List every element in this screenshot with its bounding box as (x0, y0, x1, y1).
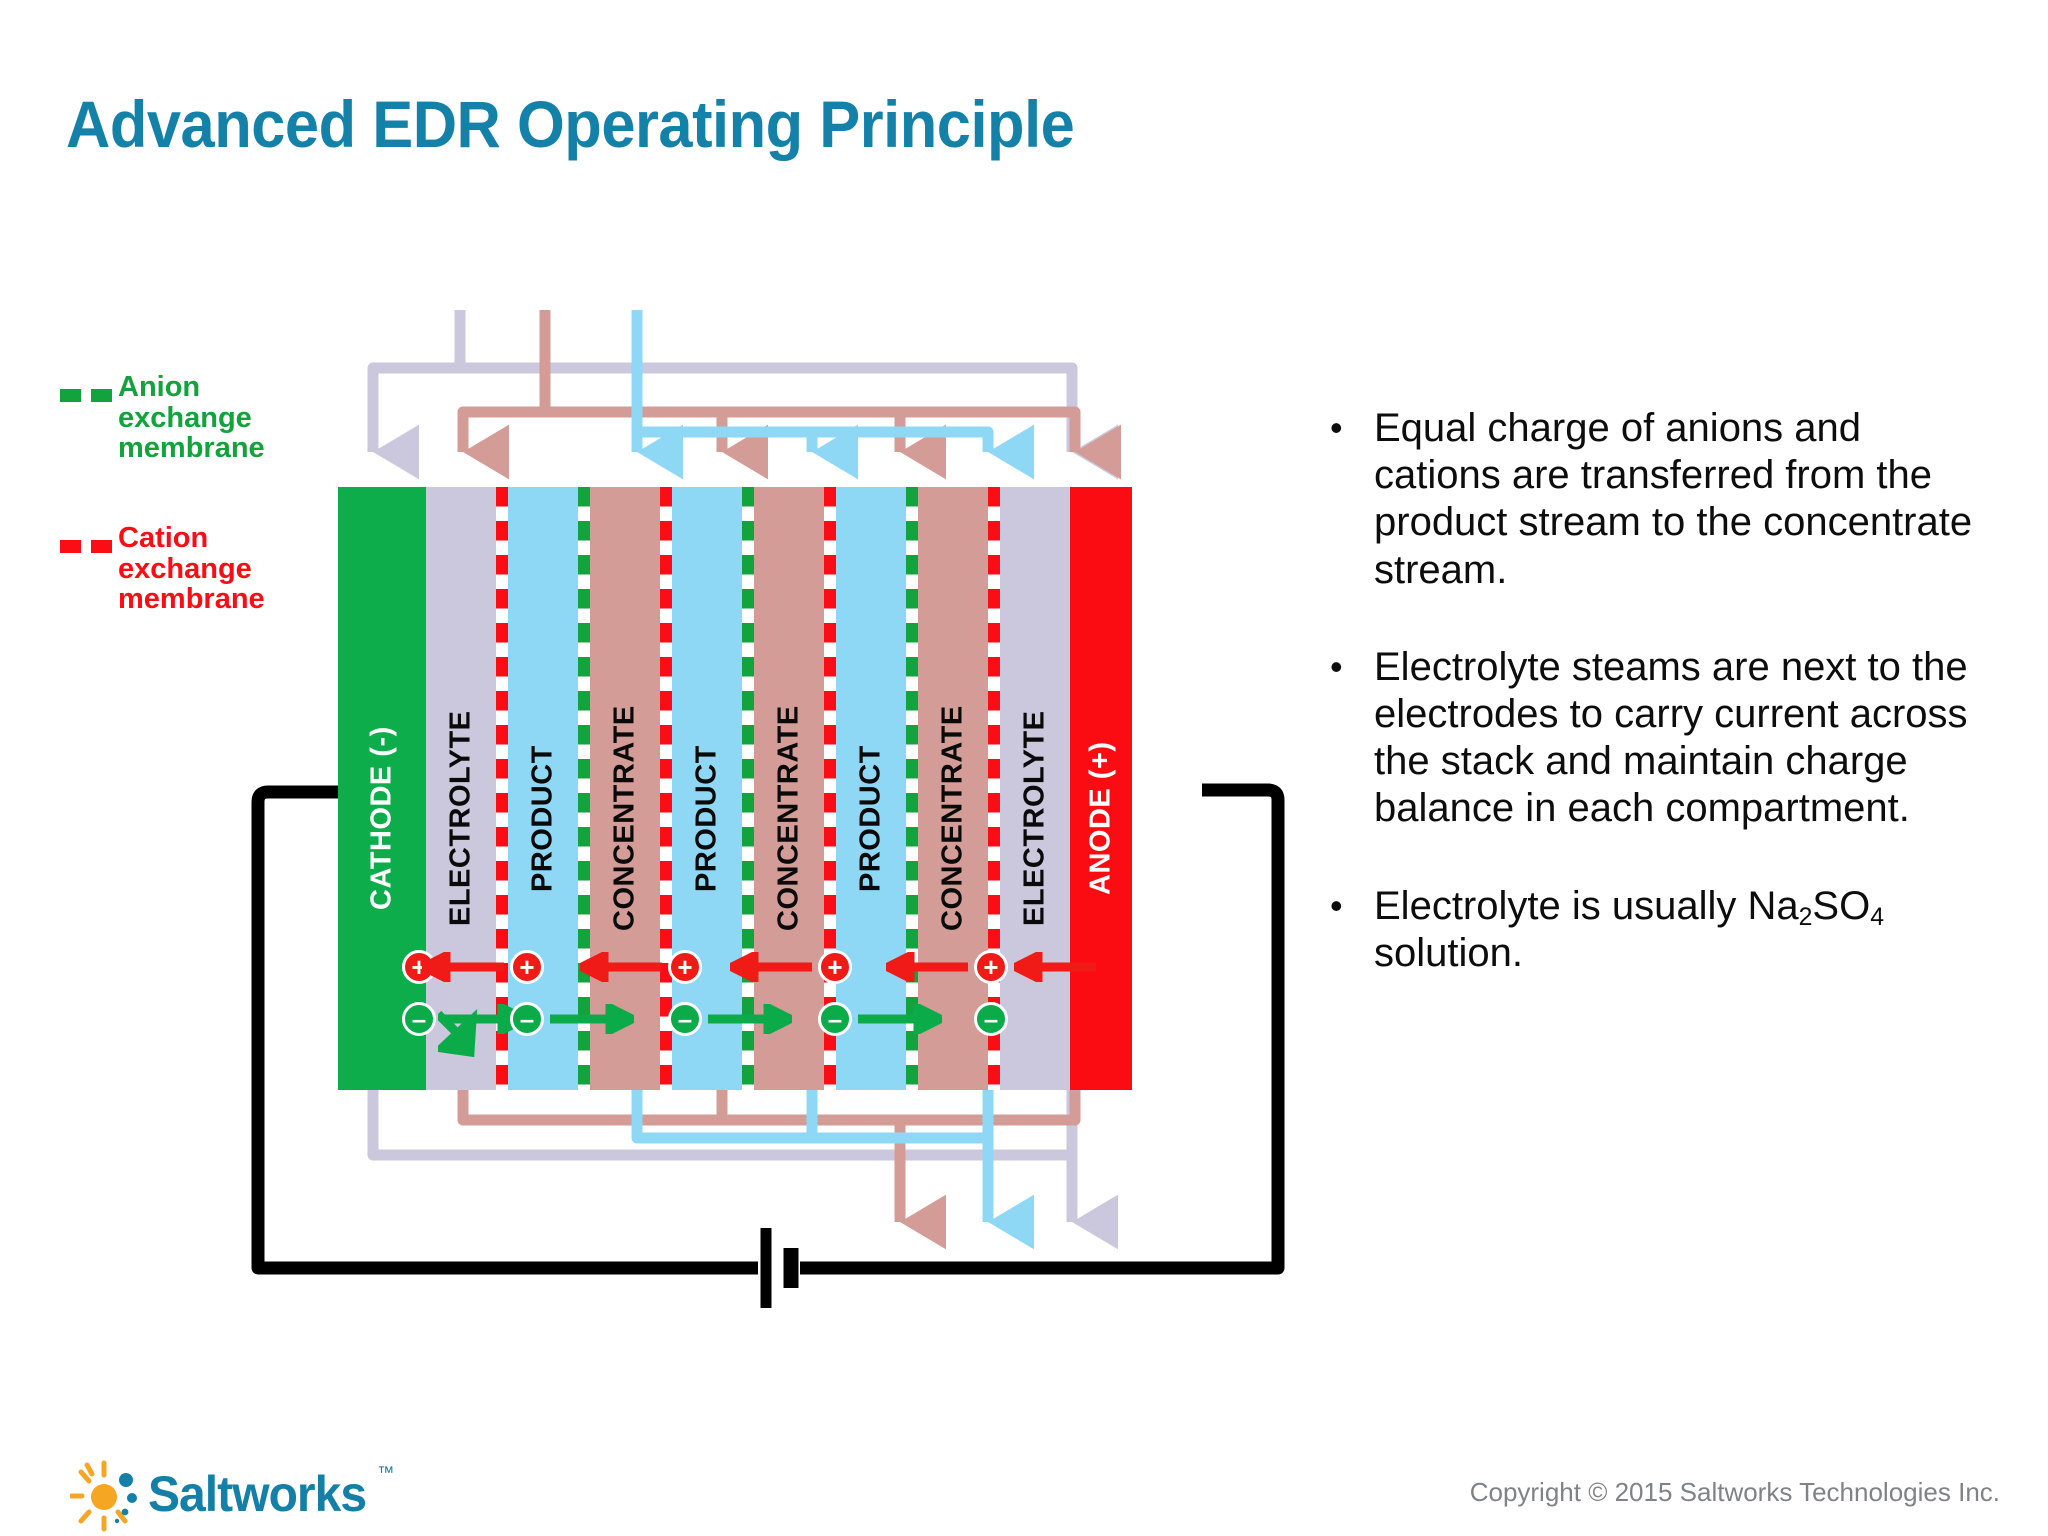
cation-flow-arrow (1014, 952, 1096, 982)
legend-cation-membrane: Cation exchange membrane (60, 523, 265, 615)
membrane-cation (496, 487, 508, 1090)
membrane-anion (906, 487, 918, 1090)
bullet-text-formula: Electrolyte is usually Na2SO4 solution. (1374, 883, 1990, 977)
membrane-dash-pattern (496, 487, 508, 1090)
anion-flow-arrow (858, 1004, 942, 1034)
anion-ion-marker: – (510, 1002, 544, 1036)
stack-cell-product3: PRODUCT (836, 487, 906, 1090)
saltworks-logo: Saltworks ™ (70, 1455, 394, 1533)
membrane-cation (660, 487, 672, 1090)
stack-cell-cathode: CATHODE (-) (338, 487, 426, 1090)
anion-flow-arrow (550, 1004, 634, 1034)
stack-cell-concentrate1: CONCENTRATE (590, 487, 660, 1090)
cation-ion-marker: + (974, 950, 1008, 984)
logo-wordmark: Saltworks (148, 1466, 367, 1522)
membrane-dash-pattern (660, 487, 672, 1090)
formula-post: solution. (1374, 930, 1523, 975)
cation-dash-swatch-icon (60, 540, 112, 553)
page-title: Advanced EDR Operating Principle (66, 87, 1075, 161)
membrane-dash-pattern (906, 487, 918, 1090)
stack-cell-electrolyte2: ELECTROLYTE (1000, 487, 1070, 1090)
stack-cell-concentrate3: CONCENTRATE (918, 487, 988, 1090)
membrane-anion (742, 487, 754, 1090)
cation-ion-marker: + (510, 950, 544, 984)
cation-ion-marker: + (818, 950, 852, 984)
anion-dash-swatch-icon (60, 389, 112, 402)
formula-sub-2: 2 (1798, 904, 1813, 932)
bullet-item-2: • Electrolyte steams are next to the ele… (1330, 644, 1990, 833)
anion-flow-arrow (708, 1004, 792, 1034)
membrane-dash-pattern (742, 487, 754, 1090)
stack-cell-electrolyte1: ELECTROLYTE (426, 487, 496, 1090)
cation-flow-arrow (730, 952, 812, 982)
formula-mid: SO (1812, 883, 1871, 928)
bullet-marker: • (1330, 407, 1343, 448)
anion-ion-marker: – (818, 1002, 852, 1036)
membrane-cation (824, 487, 836, 1090)
trademark-symbol: ™ (377, 1463, 395, 1482)
legend-cation-line2: exchange (118, 552, 252, 585)
bullet-list: • Equal charge of anions and cations are… (1330, 405, 1990, 1027)
legend-anion-line3: membrane (118, 432, 265, 465)
bullet-marker: • (1330, 884, 1343, 926)
bullet-item-3: • Electrolyte is usually Na2SO4 solution… (1330, 883, 1990, 977)
legend-anion-line2: exchange (118, 401, 252, 434)
anion-ion-marker: – (668, 1002, 702, 1036)
copyright-notice: Copyright © 2015 Saltworks Technologies … (1469, 1477, 2000, 1507)
battery-symbol (760, 1228, 799, 1308)
bullet-text: Electrolyte steams are next to the elect… (1374, 644, 1968, 831)
membrane-dash-pattern (988, 487, 1000, 1090)
formula-pre: Electrolyte is usually Na (1374, 883, 1799, 928)
legend-anion-text: Anion exchange membrane (118, 372, 265, 464)
stack-cell-concentrate2: CONCENTRATE (754, 487, 824, 1090)
legend-anion-line1: Anion (118, 371, 201, 403)
anion-ion-marker: – (402, 1002, 436, 1036)
formula-sub-4: 4 (1870, 904, 1884, 932)
cation-flow-arrow (580, 952, 662, 982)
membrane-dash-pattern (824, 487, 836, 1090)
stack-cell-product1: PRODUCT (508, 487, 578, 1090)
ion-transport-arrows: +–+–+–+–+– (338, 950, 1202, 1070)
cation-ion-marker: + (668, 950, 702, 984)
bullet-marker: • (1330, 645, 1343, 687)
bullet-item-1: • Equal charge of anions and cations are… (1330, 405, 1990, 594)
legend-cation-line3: membrane (118, 583, 265, 616)
cation-flow-arrow (422, 952, 504, 982)
membrane-anion (578, 487, 590, 1090)
legend-anion-membrane: Anion exchange membrane (60, 372, 265, 464)
stack-cell-product2: PRODUCT (672, 487, 742, 1090)
legend-cation-text: Cation exchange membrane (118, 523, 265, 615)
anion-diagonal-arrow (438, 1008, 478, 1058)
membrane-dash-pattern (578, 487, 590, 1090)
anion-ion-marker: – (974, 1002, 1008, 1036)
sun-logo-icon (70, 1460, 137, 1532)
bullet-text: Equal charge of anions and cations are t… (1374, 406, 1973, 592)
legend-cation-line1: Cation (118, 522, 209, 554)
stack-cell-anode: ANODE (+) (1070, 487, 1132, 1090)
membrane-cation (988, 487, 1000, 1090)
cation-flow-arrow (886, 952, 968, 982)
